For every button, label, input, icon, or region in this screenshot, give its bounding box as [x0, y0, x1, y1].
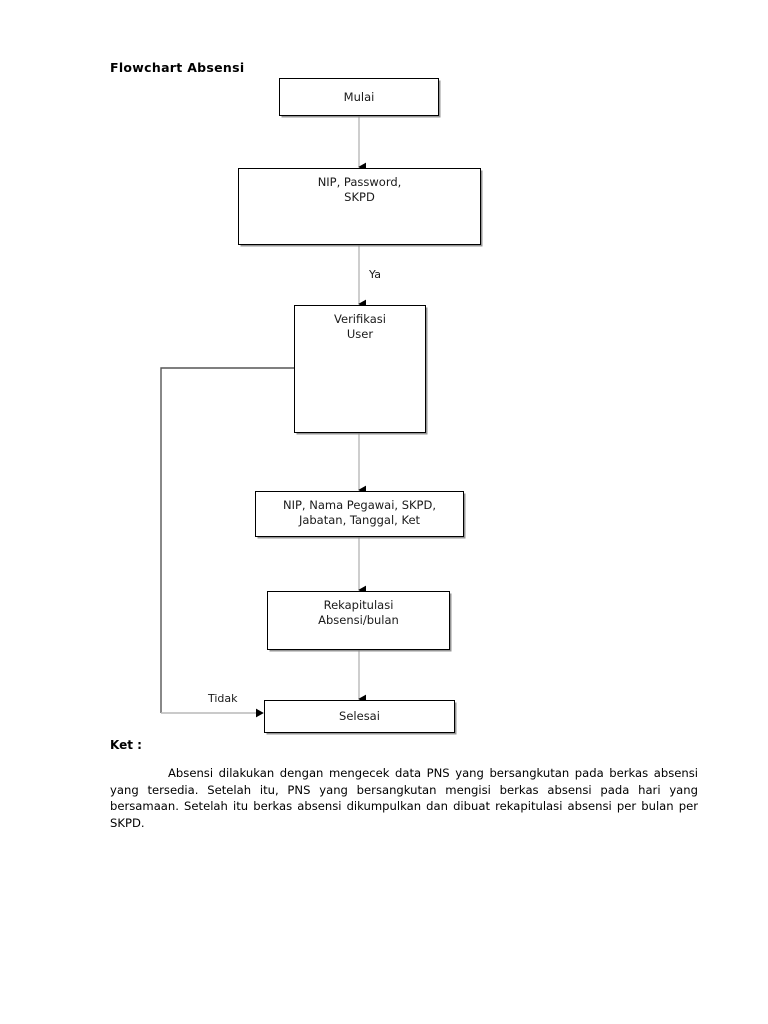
flow-node-rekapitulasi[interactable]: Rekapitulasi Absensi/bulan — [267, 591, 450, 650]
flow-node-input-login[interactable]: NIP, Password, SKPD — [238, 168, 481, 245]
flow-node-data-absensi[interactable]: NIP, Nama Pegawai, SKPD, Jabatan, Tangga… — [255, 491, 464, 537]
flowchart-connector-layer — [160, 116, 367, 718]
flow-node-verifikasi[interactable]: Verifikasi User — [294, 305, 426, 433]
notes-body: Absensi dilakukan dengan mengecek data P… — [110, 766, 698, 830]
edge-verifikasi-to-selesai-tidak — [160, 367, 294, 713]
flow-node-rekapitulasi-label: Rekapitulasi Absensi/bulan — [318, 598, 399, 627]
flow-node-mulai-label: Mulai — [343, 89, 375, 104]
edge-label-tidak: Tidak — [208, 692, 238, 705]
flow-node-input-login-label: NIP, Password, SKPD — [317, 175, 402, 204]
notes-heading: Ket : — [110, 738, 142, 752]
flow-node-mulai[interactable]: Mulai — [279, 78, 439, 116]
flow-node-selesai-label: Selesai — [339, 709, 380, 723]
flow-node-selesai[interactable]: Selesai — [264, 700, 455, 733]
flow-node-verifikasi-label: Verifikasi User — [334, 312, 386, 341]
page-title: Flowchart Absensi — [110, 60, 245, 75]
edge-label-ya: Ya — [369, 268, 381, 281]
flow-node-data-absensi-label: NIP, Nama Pegawai, SKPD, Jabatan, Tangga… — [283, 498, 436, 527]
